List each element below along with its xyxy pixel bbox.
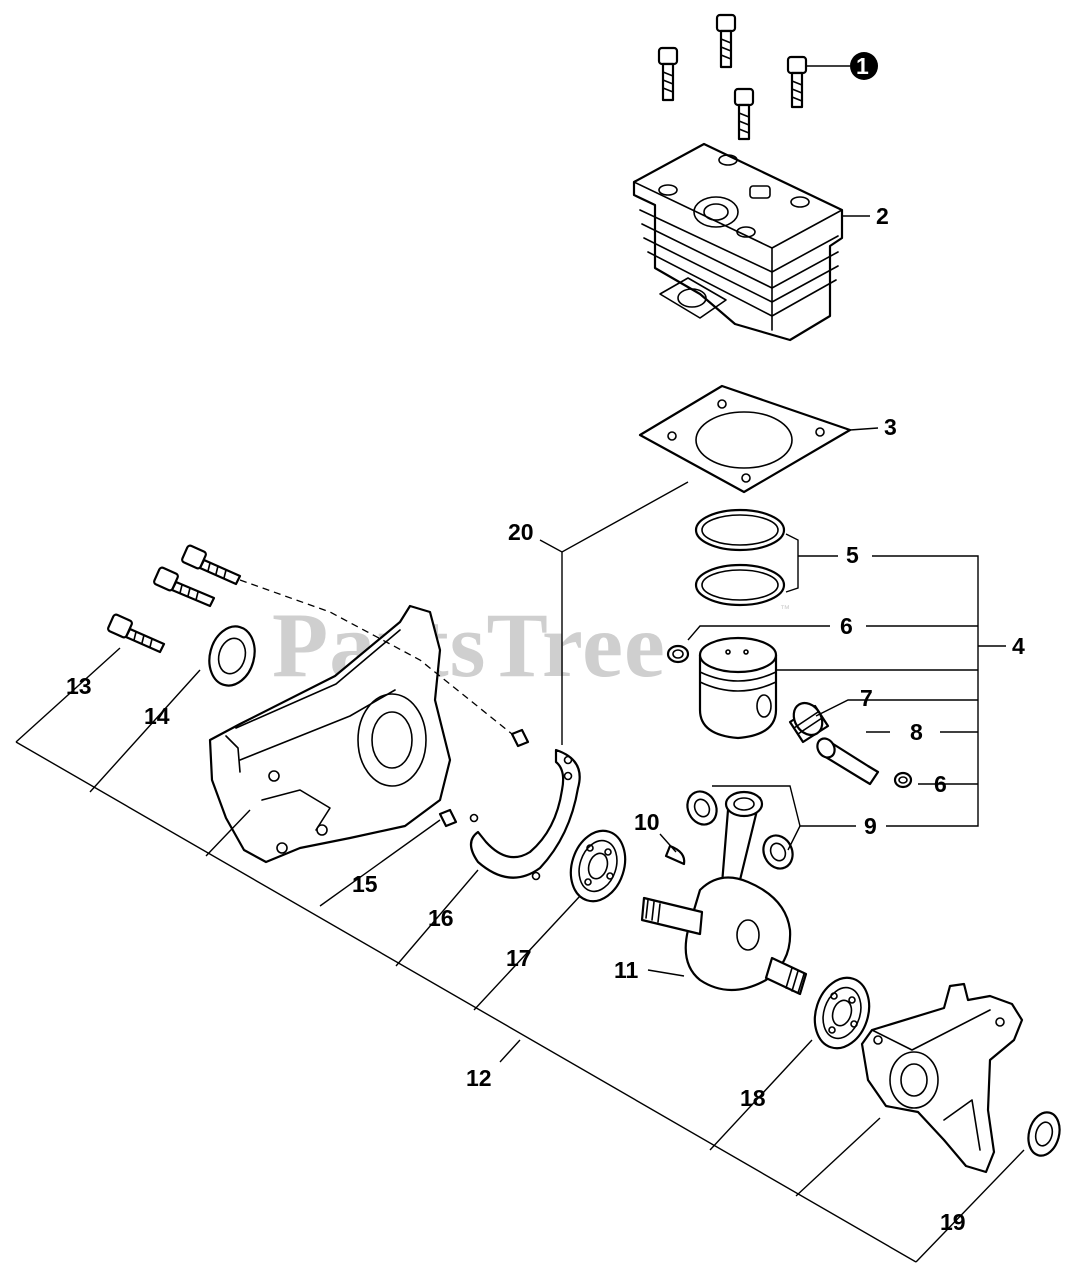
cylinder-bolt[interactable] [786, 55, 808, 109]
callout-2: 2 [876, 203, 889, 229]
callout-8: 8 [910, 719, 923, 745]
crankcase-right-half[interactable] [860, 982, 1024, 1174]
callout-16: 16 [428, 905, 454, 931]
crankcase-bolt[interactable] [107, 613, 166, 654]
callout-15: 15 [352, 871, 378, 897]
needle-bearing[interactable] [788, 698, 830, 744]
dowel-pin[interactable] [510, 728, 530, 748]
callout-19: 19 [940, 1209, 966, 1235]
callout-14: 14 [144, 703, 170, 729]
piston-pin-circlip[interactable] [893, 771, 913, 789]
callout-20: 20 [508, 519, 534, 545]
piston-ring-set[interactable] [694, 508, 786, 607]
callout-9: 9 [864, 813, 877, 839]
woodruff-key[interactable] [664, 844, 686, 866]
oil-seal[interactable] [1024, 1109, 1064, 1159]
piston[interactable] [698, 636, 778, 740]
cylinder-bolt[interactable] [715, 13, 737, 69]
crankcase-bolt[interactable] [153, 566, 216, 608]
cylinder-gasket[interactable] [638, 384, 852, 494]
callout-7: 7 [860, 685, 873, 711]
crankcase-bolt[interactable] [181, 544, 242, 586]
callout-3: 3 [884, 414, 897, 440]
callout-18: 18 [740, 1085, 766, 1111]
callout-6-lower: 6 [934, 771, 947, 797]
callout-13: 13 [66, 673, 92, 699]
cylinder[interactable] [632, 142, 844, 342]
assembly-dashed-line [239, 579, 513, 735]
callout-5: 5 [846, 542, 859, 568]
watermark-trademark: ™ [780, 604, 790, 615]
crankshaft[interactable] [640, 790, 808, 996]
leader-lines [15, 52, 1025, 1263]
oil-seal[interactable] [203, 621, 261, 690]
callout-11: 11 [614, 957, 639, 983]
cylinder-bolt[interactable] [657, 46, 679, 102]
crankshaft-washer[interactable] [682, 787, 722, 830]
callout-4: 4 [1012, 633, 1025, 659]
crankcase-left-half[interactable] [208, 604, 452, 864]
crankcase-gasket[interactable] [469, 748, 581, 881]
callout-10: 10 [634, 809, 660, 835]
dowel-pin[interactable] [438, 808, 458, 828]
crankshaft-washer[interactable] [758, 831, 798, 874]
piston-pin[interactable] [814, 735, 880, 786]
cylinder-bolt[interactable] [733, 87, 755, 141]
callout-17: 17 [506, 945, 532, 971]
callout-12: 12 [466, 1065, 492, 1091]
crankshaft-bearing[interactable] [562, 824, 634, 909]
callout-1: 1 [856, 53, 869, 79]
crankshaft-bearing[interactable] [806, 971, 878, 1056]
callout-6-upper: 6 [840, 613, 853, 639]
piston-pin-circlip[interactable] [666, 644, 690, 664]
